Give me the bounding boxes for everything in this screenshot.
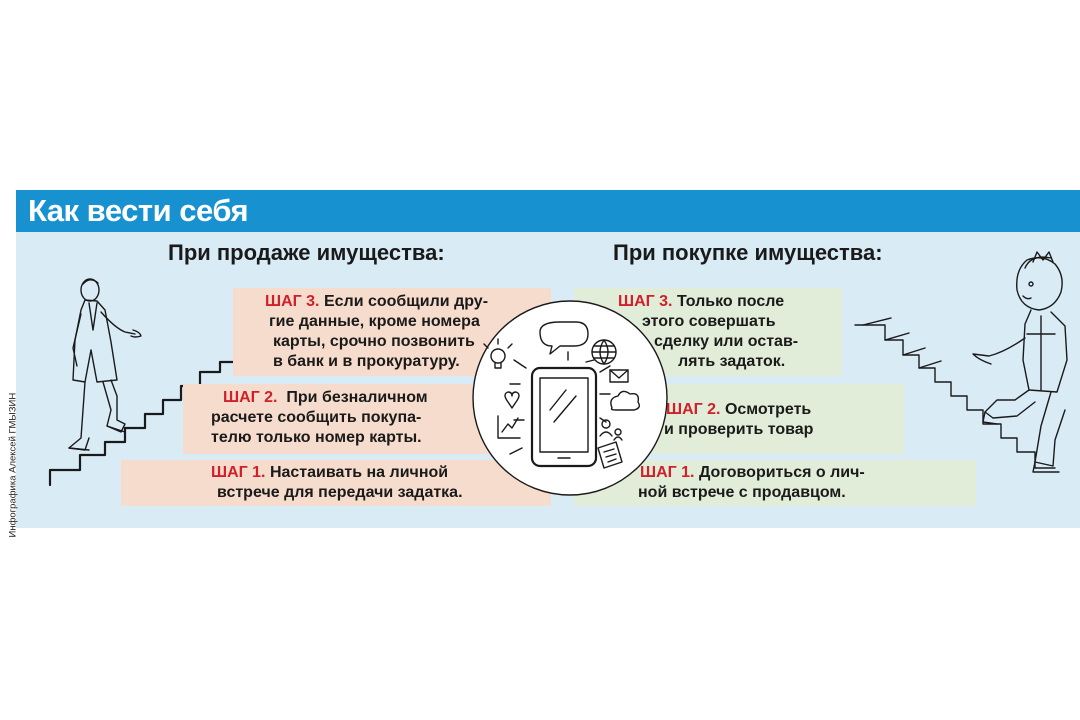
sale-step-1-line-1: Настаивать на личной — [269, 464, 449, 481]
title-banner — [16, 190, 1080, 232]
purchase-heading: При покупке имущества: — [613, 240, 883, 265]
globe-icon — [591, 339, 617, 365]
left-staircase — [48, 360, 247, 487]
purchase-step-3-line-1: Только после — [676, 293, 785, 310]
man-figure — [68, 278, 142, 451]
man-climbing-stairs-illustration — [48, 278, 247, 487]
envelope-icon — [609, 369, 629, 383]
purchase-step-1: ШАГ 1. Договориться о лич- ной встрече с… — [574, 460, 976, 506]
right-staircase — [854, 324, 1056, 469]
cloud-icon — [610, 390, 641, 411]
sale-step-3-line-2: гие данные, кроме номера — [269, 313, 480, 330]
boy-figure — [972, 251, 1068, 473]
sale-step-2-label: ШАГ 2. — [223, 389, 278, 406]
people-icon — [599, 419, 623, 441]
sale-step-3-line-4: в банк и в прокуратуру. — [273, 353, 460, 370]
sale-step-3-line-1: Если сообщили дру- — [323, 293, 489, 310]
sale-step-1-label: ШАГ 1. — [211, 464, 266, 481]
speech-bubble-icon — [539, 321, 589, 355]
purchase-step-3-line-2: этого совершать — [642, 313, 776, 330]
purchase-step-3-line-3: сделку или остав- — [654, 333, 799, 350]
purchase-step-1-line-1: Договориться о лич- — [698, 464, 865, 481]
purchase-step-2-line-2: и проверить товар — [664, 421, 814, 438]
sale-step-2-line-2: расчете сообщить покупа- — [211, 409, 422, 426]
sale-step-1-line-2: встрече для передачи задатка. — [217, 484, 463, 501]
smartphone-icon — [530, 366, 598, 468]
purchase-step-2-label: ШАГ 2. — [666, 401, 721, 418]
sale-step-3-label: ШАГ 3. — [265, 293, 320, 310]
boy-climbing-stairs-illustration — [854, 251, 1068, 473]
sale-step-2-line-3: телю только номер карты. — [211, 429, 422, 446]
heart-icon — [504, 391, 520, 409]
purchase-step-1-label: ШАГ 1. — [640, 464, 695, 481]
purchase-step-3-line-4: лять задаток. — [678, 353, 786, 370]
smartphone-illustration — [472, 300, 668, 496]
purchase-step-2-line-1: Осмотреть — [724, 401, 812, 418]
document-icon — [597, 441, 623, 469]
lightbulb-icon — [483, 338, 513, 369]
sale-step-1: ШАГ 1. Настаивать на личной встрече для … — [121, 460, 551, 506]
page-title: Как вести себя — [28, 193, 249, 228]
author-credit: Инфографика Алексей ГМЫЗИН — [7, 392, 19, 538]
sale-heading: При продаже имущества: — [168, 240, 445, 265]
connector-arrows — [509, 351, 611, 455]
purchase-step-3-label: ШАГ 3. — [618, 293, 673, 310]
purchase-step-1-line-2: ной встрече с продавцом. — [638, 484, 846, 501]
sale-step-2-line-1: При безналичном — [286, 389, 428, 406]
chart-icon — [497, 415, 521, 439]
sale-step-3-line-3: карты, срочно позвонить — [273, 333, 475, 350]
center-circle — [472, 300, 668, 496]
